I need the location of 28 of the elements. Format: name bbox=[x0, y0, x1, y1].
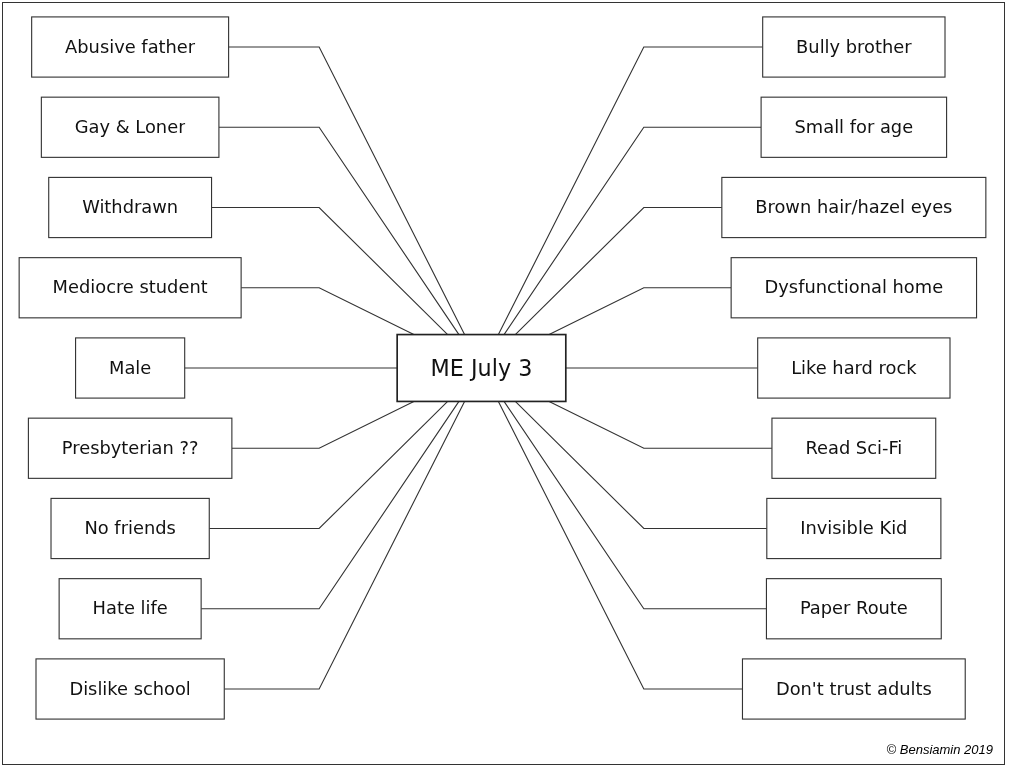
node-box: Like hard rock bbox=[757, 337, 951, 399]
node-box: Brown hair/hazel eyes bbox=[721, 176, 987, 239]
connector bbox=[228, 46, 466, 336]
connector bbox=[218, 126, 460, 336]
connector bbox=[503, 126, 762, 336]
node-box: Male bbox=[75, 337, 186, 399]
connector bbox=[184, 367, 398, 369]
connector bbox=[503, 400, 767, 610]
node-box: Dysfunctional home bbox=[730, 257, 978, 319]
node-box: Mediocre student bbox=[18, 257, 242, 319]
node-box: Small for age bbox=[760, 96, 948, 158]
node-box: Withdrawn bbox=[48, 176, 213, 239]
node-box: Invisible Kid bbox=[766, 497, 942, 560]
copyright-note: © Bensiamin 2019 bbox=[886, 742, 993, 757]
node-box: Dislike school bbox=[35, 658, 225, 720]
connector bbox=[231, 400, 415, 449]
node-box: Paper Route bbox=[765, 578, 942, 640]
node-box: ME July 3 bbox=[396, 333, 567, 403]
node-box: Don't trust adults bbox=[741, 658, 966, 720]
node-box: Gay & Loner bbox=[40, 96, 220, 158]
connector bbox=[211, 206, 449, 336]
node-box: Hate life bbox=[58, 578, 202, 640]
node-box: Abusive father bbox=[31, 16, 230, 78]
node-box: Bully brother bbox=[762, 16, 946, 78]
connector bbox=[548, 287, 732, 336]
node-box: No friends bbox=[50, 497, 210, 560]
node-box: Read Sci-Fi bbox=[771, 417, 937, 479]
node-box: Presbyterian ?? bbox=[27, 417, 233, 479]
